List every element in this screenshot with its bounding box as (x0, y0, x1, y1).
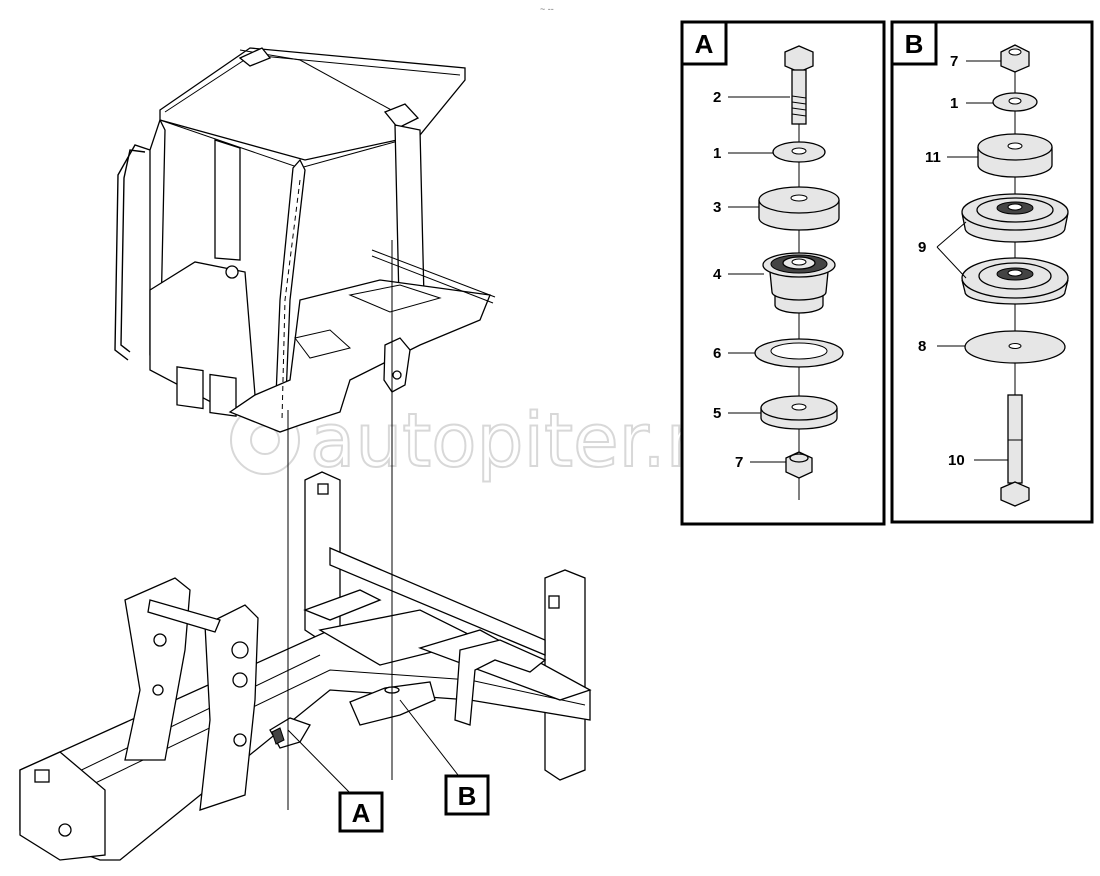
long-bolt (1000, 394, 1030, 507)
label-a-3: 3 (713, 199, 721, 216)
callout-a: A (338, 791, 384, 833)
rubber-spacer (977, 133, 1053, 178)
label-b-1: 1 (950, 95, 958, 112)
rubber-spacer (758, 186, 840, 231)
rubber-mount (762, 252, 836, 314)
washer (772, 141, 826, 163)
watermark-text: autopiter.ru (310, 398, 743, 484)
frame-illustration (19, 471, 592, 861)
flat-washer (964, 330, 1066, 364)
label-a-1: 1 (713, 145, 721, 162)
label-b-7: 7 (950, 53, 958, 70)
leader-b (399, 699, 459, 776)
callout-b: B (444, 774, 490, 816)
top-mark: ~ -- (540, 4, 554, 14)
washer (992, 92, 1038, 112)
panel-b: B (890, 20, 1094, 524)
nut (785, 451, 813, 479)
label-a-7: 7 (735, 454, 743, 471)
label-b-9: 9 (918, 239, 926, 256)
alignment-lines (287, 240, 459, 810)
leader-a (287, 729, 356, 799)
label-b-8: 8 (918, 338, 926, 355)
panel-b-title: B (905, 29, 924, 59)
label-a-6: 6 (713, 345, 721, 362)
flat-washer (754, 338, 844, 368)
bolt (784, 45, 814, 125)
nut (1000, 44, 1030, 73)
watermark: autopiter.ru (230, 397, 744, 485)
rubber-mount-upper (961, 193, 1069, 243)
label-a-2: 2 (713, 89, 721, 106)
label-b-11: 11 (925, 149, 941, 166)
panel-a: A (680, 20, 886, 526)
callout-b-label: B (458, 781, 477, 811)
callout-a-label: A (352, 798, 371, 828)
label-b-10: 10 (948, 452, 965, 469)
label-a-5: 5 (713, 405, 721, 422)
lower-spacer (760, 395, 838, 430)
rubber-mount-lower (961, 257, 1069, 305)
panel-a-title: A (695, 29, 714, 59)
cab-illustration (114, 47, 496, 433)
label-a-4: 4 (713, 266, 722, 283)
